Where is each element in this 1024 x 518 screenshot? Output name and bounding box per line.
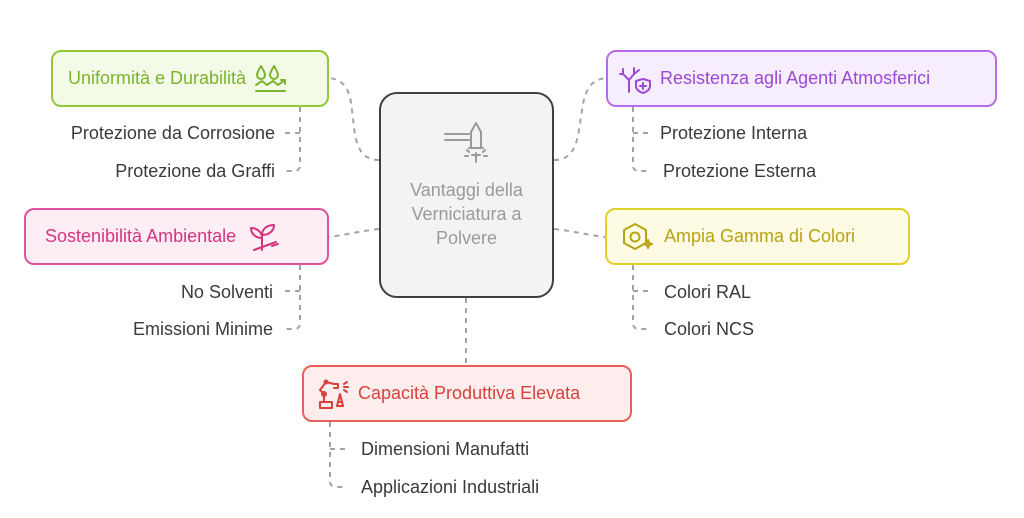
leaf-protezione-graffi: Protezione da Graffi	[115, 161, 275, 181]
leaf-no-solventi: No Solventi	[180, 282, 273, 302]
branch-gamma-title: Ampia Gamma di Colori	[664, 226, 856, 246]
connector-resistenza-leaves	[632, 107, 650, 172]
branch-capacita: Capacità Produttiva Elevata	[302, 365, 632, 422]
hexagon-sparkle-icon	[621, 222, 653, 252]
branch-resistenza-title: Resistenza agli Agenti Atmosferici	[660, 68, 931, 88]
connector-center-uniformita	[328, 77, 380, 161]
branch-uniformita-title: Uniformità e Durabilità	[68, 68, 247, 88]
leaf-colori-ncs: Colori NCS	[664, 319, 755, 339]
branch-gamma: Ampia Gamma di Colori	[605, 208, 910, 265]
connector-center-gamma	[553, 228, 606, 238]
center-node: Vantaggi della Verniciatura a Polvere	[379, 92, 554, 298]
center-title: Vantaggi della Verniciatura a Polvere	[410, 180, 523, 248]
leaf-applicazioni-industriali: Applicazioni Industriali	[361, 477, 540, 497]
branch-resistenza: Resistenza agli Agenti Atmosferici	[606, 50, 997, 107]
leaf-protezione-corrosione: Protezione da Corrosione	[70, 123, 275, 143]
coral-shield-icon	[619, 64, 653, 94]
robot-arm-icon	[316, 378, 350, 410]
leaf-dimensioni-manufatti: Dimensioni Manufatti	[361, 439, 530, 459]
leaf-emissioni-minime: Emissioni Minime	[132, 319, 273, 339]
leaf-protezione-interna: Protezione Interna	[660, 123, 808, 143]
branch-uniformita: Uniformità e Durabilità	[51, 50, 329, 107]
leaf-protezione-esterna: Protezione Esterna	[663, 161, 817, 181]
connector-sostenibilita-leaves	[283, 265, 301, 330]
sprout-icon	[248, 222, 280, 252]
branch-capacita-title: Capacità Produttiva Elevata	[358, 383, 581, 403]
connector-capacita-leaves	[329, 422, 347, 488]
water-drops-icon	[254, 64, 288, 94]
connector-center-sostenibilita	[328, 228, 380, 238]
branch-sostenibilita: Sostenibilità Ambientale	[24, 208, 329, 265]
connector-uniformita-leaves	[283, 107, 301, 172]
branch-sostenibilita-title: Sostenibilità Ambientale	[45, 226, 237, 246]
leaf-colori-ral: Colori RAL	[664, 282, 752, 302]
connector-gamma-leaves	[632, 265, 650, 330]
connector-center-resistenza	[553, 77, 607, 161]
spray-gun-icon	[443, 120, 493, 171]
